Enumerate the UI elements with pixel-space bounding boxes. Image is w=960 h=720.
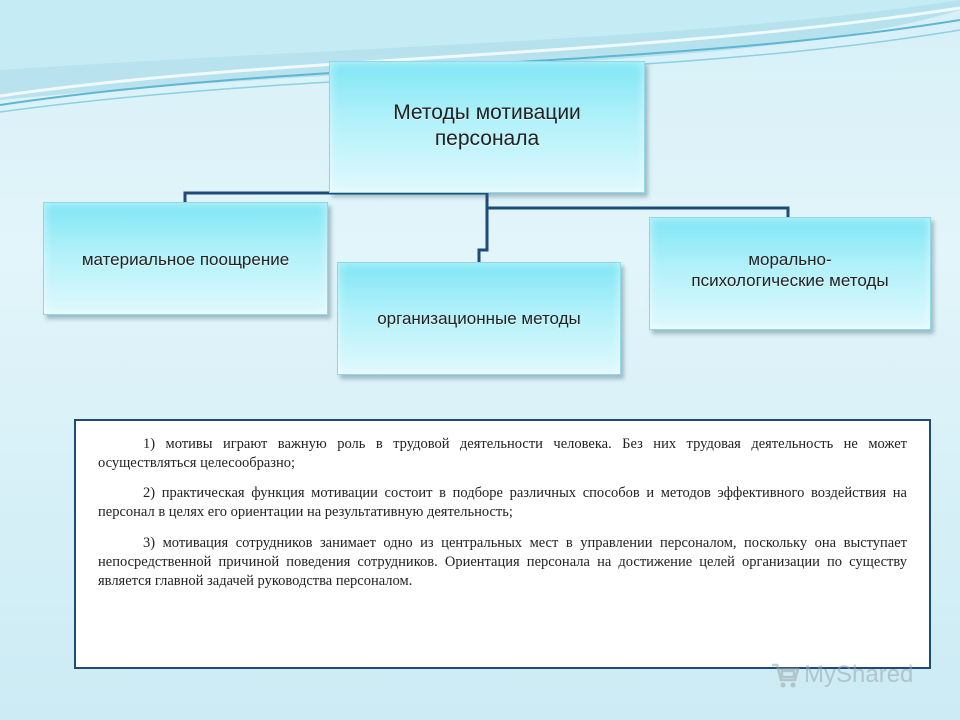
child-node-label: организационные методы [377,308,581,328]
paragraph: 2) практическая функция мотивации состои… [98,485,907,521]
child-node-label: морально- психологические методы [691,250,889,291]
description-box: 1) мотивы играют важную роль в трудовой … [74,419,931,669]
background-waves [0,0,960,113]
root-node: Методы мотивации персонала [329,61,645,193]
child-node-organizational: организационные методы [337,262,621,375]
cart-icon [772,663,800,688]
root-node-label: Методы мотивации персонала [393,101,581,151]
watermark: MyShared [770,658,940,692]
child-node-moral: морально- психологические методы [649,217,931,330]
child-node-label: материальное поощрение [81,250,290,269]
paragraph: 1) мотивы играют важную роль в трудовой … [98,436,907,472]
paragraph: 3) мотивация сотрудников занимает одно и… [98,534,907,589]
child-node-material: материальное поощрение [43,202,328,315]
watermark-text: MyShared [804,661,914,688]
